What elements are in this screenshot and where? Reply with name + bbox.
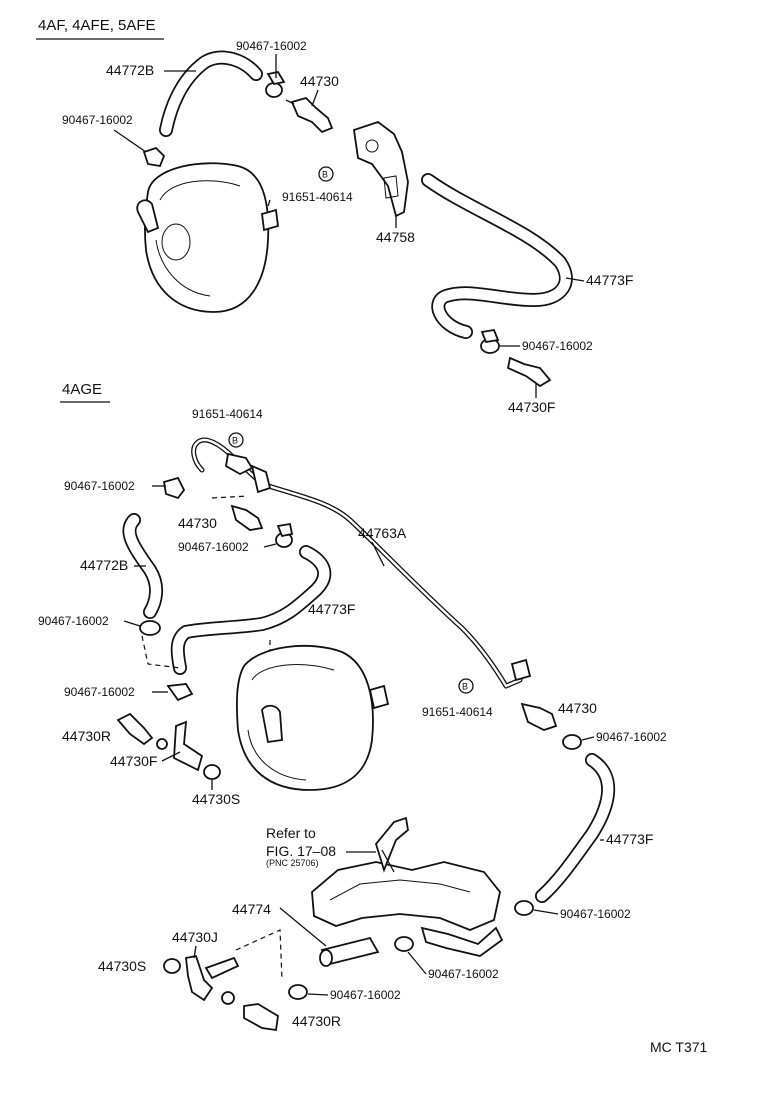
label-btm-clamp-3: 90467-16002 bbox=[38, 614, 109, 628]
clamp-bottom-7 bbox=[394, 936, 414, 952]
hose-44774 bbox=[319, 936, 380, 967]
washer-44730s-bottom bbox=[203, 764, 221, 780]
label-top-bolt-mark: B bbox=[322, 170, 328, 180]
label-btm-44730r-2: 44730R bbox=[292, 1013, 341, 1029]
label-btm-valve-44730: 44730 bbox=[178, 515, 217, 531]
label-btm-clamp-8: 90467-16002 bbox=[330, 988, 401, 1002]
label-btm-hose-44773f-1: 44773F bbox=[308, 601, 355, 617]
hose-44773f-top bbox=[421, 173, 573, 339]
washer-44730s-bottom-2 bbox=[163, 958, 181, 974]
connector-44730r-bottom bbox=[116, 712, 168, 750]
leader-btm-clamp-6 bbox=[533, 909, 559, 915]
label-top-clamp-2: 90467-16002 bbox=[62, 113, 133, 127]
label-refer-3: (PNC 25706) bbox=[266, 858, 319, 868]
label-btm-clamp-1: 90467-16002 bbox=[64, 479, 135, 493]
bolt-mark-circle-btm-1 bbox=[228, 432, 244, 448]
clamp-top-1 bbox=[265, 70, 286, 98]
label-btm-clamp-4: 90467-16002 bbox=[64, 685, 135, 699]
clamp-bottom-8 bbox=[288, 984, 308, 1000]
label-top-hose-44772b: 44772B bbox=[106, 62, 154, 78]
clamp-bottom-3 bbox=[139, 620, 161, 636]
label-top-clamp-1: 90467-16002 bbox=[236, 39, 307, 53]
section-title-bottom: 4AGE bbox=[62, 381, 102, 398]
brake-booster-bottom bbox=[235, 644, 390, 791]
diagram-code: MC T371 bbox=[650, 1039, 708, 1055]
label-btm-44730r-1: 44730R bbox=[62, 728, 111, 744]
label-btm-bolt-1: 91651-40614 bbox=[192, 407, 263, 421]
clamp-bottom-1 bbox=[162, 476, 186, 500]
guide-dashed-1 bbox=[141, 635, 181, 669]
clamp-bottom-4 bbox=[166, 683, 194, 702]
label-btm-bolt-2: 91651-40614 bbox=[422, 705, 493, 719]
label-btm-pipe-44763a: 44763A bbox=[358, 525, 407, 541]
label-btm-clamp-2: 90467-16002 bbox=[178, 540, 249, 554]
leader-btm-clamp-8 bbox=[307, 993, 329, 996]
guide-dashed-4 bbox=[235, 929, 283, 981]
label-btm-44730s-1: 44730S bbox=[192, 791, 240, 807]
leader-btm-clamp-7 bbox=[407, 951, 427, 975]
leader-btm-clamp-3 bbox=[123, 620, 141, 627]
vacuum-pipe-44763a bbox=[191, 437, 532, 689]
hose-44772b-top bbox=[159, 50, 263, 137]
manifold-assembly bbox=[311, 816, 504, 957]
label-btm-44730j: 44730J bbox=[172, 929, 218, 945]
clamp-top-3 bbox=[480, 328, 500, 354]
bolt-mark-circle-top bbox=[318, 166, 334, 182]
label-top-valve-44730f: 44730F bbox=[508, 399, 555, 415]
leader-btm-44730j bbox=[193, 945, 197, 959]
label-btm-clamp-7: 90467-16002 bbox=[428, 967, 499, 981]
connector-44730r-bottom-2 bbox=[243, 1003, 279, 1032]
leader-btm-clamp-2 bbox=[263, 543, 277, 548]
hose-44773f-bottom-1 bbox=[170, 545, 332, 675]
label-refer-1: Refer to bbox=[266, 825, 316, 841]
label-btm-bolt-mark-1: B bbox=[232, 436, 238, 446]
leader-btm-44774 bbox=[279, 907, 327, 947]
label-top-hose-44773f: 44773F bbox=[586, 272, 633, 288]
label-btm-44774: 44774 bbox=[232, 901, 271, 917]
clamp-bottom-5 bbox=[562, 734, 582, 750]
label-top-valve-44730: 44730 bbox=[300, 73, 339, 89]
label-btm-valve-44730-2: 44730 bbox=[558, 700, 597, 716]
clamp-bottom-2 bbox=[275, 522, 294, 548]
leader-top-hose-44773f bbox=[565, 277, 585, 282]
connector-44730f-bottom bbox=[173, 720, 204, 772]
label-btm-clamp-6: 90467-16002 bbox=[560, 907, 631, 921]
washer-small-bottom bbox=[221, 991, 235, 1005]
connector-44730j bbox=[185, 954, 240, 1002]
check-valve-44730f-top bbox=[506, 356, 552, 388]
check-valve-44730-top bbox=[285, 96, 334, 134]
label-btm-clamp-5: 90467-16002 bbox=[596, 730, 667, 744]
leader-top-valve-44730 bbox=[311, 89, 319, 107]
label-btm-44730s-2: 44730S bbox=[98, 958, 146, 974]
label-top-bracket-44758: 44758 bbox=[376, 229, 415, 245]
leader-btm-pipe-44763a bbox=[371, 541, 385, 567]
section-title-top: 4AF, 4AFE, 5AFE bbox=[38, 17, 156, 34]
leader-btm-clamp-5 bbox=[581, 736, 595, 741]
label-btm-hose-44773f-2: 44773F bbox=[606, 831, 653, 847]
label-btm-bolt-mark-2: B bbox=[462, 682, 468, 692]
label-refer-2: FIG. 17–08 bbox=[266, 843, 336, 859]
check-valve-44730-bottom bbox=[230, 504, 264, 531]
leader-top-clamp-2 bbox=[113, 129, 147, 153]
clamp-bottom-6 bbox=[514, 900, 534, 916]
hose-44773f-bottom-2 bbox=[535, 753, 616, 903]
bolt-mark-circle-btm-2 bbox=[458, 678, 474, 694]
leader-btm-44730f bbox=[161, 751, 181, 762]
label-top-bolt: 91651-40614 bbox=[282, 190, 353, 204]
check-valve-44730-right bbox=[520, 702, 558, 731]
hose-44772b-bottom bbox=[122, 513, 163, 619]
bracket-44758 bbox=[353, 120, 409, 218]
brake-booster-top bbox=[136, 146, 279, 313]
label-btm-hose-44772b: 44772B bbox=[80, 557, 128, 573]
label-top-clamp-3: 90467-16002 bbox=[522, 339, 593, 353]
guide-dashed-2 bbox=[211, 495, 249, 499]
label-btm-44730f: 44730F bbox=[110, 753, 157, 769]
